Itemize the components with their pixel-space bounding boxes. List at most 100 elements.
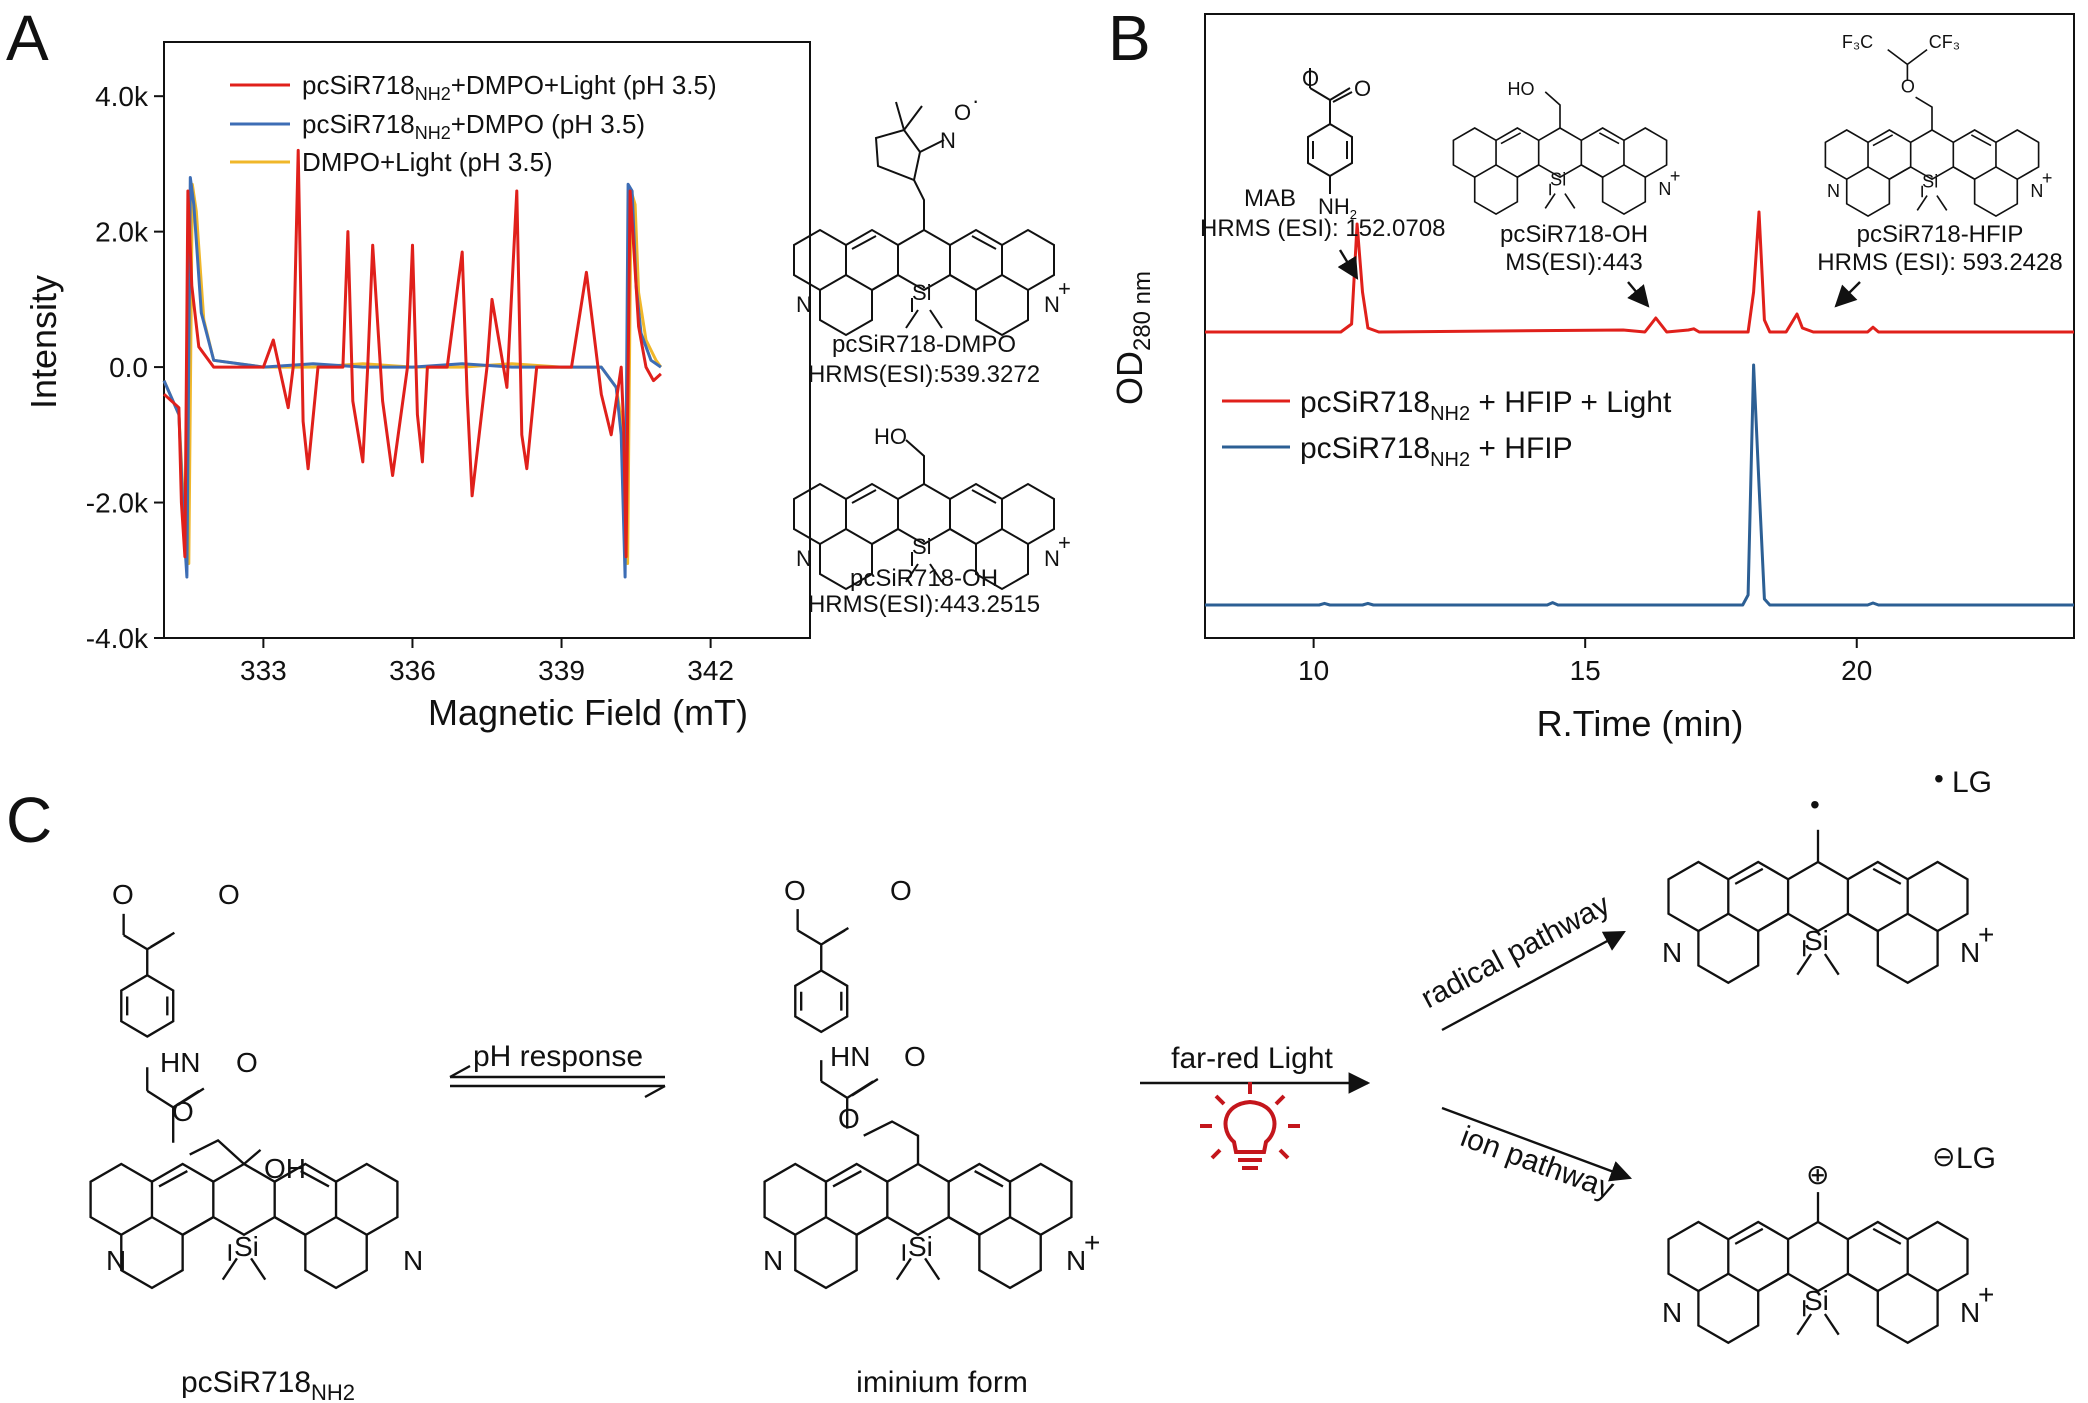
atom-n-left: N — [106, 1245, 126, 1276]
charge-plus: + — [1058, 276, 1071, 301]
hplc-plot-frame — [1204, 13, 2075, 639]
legend-label-dark: pcSiR718NH2 + HFIP — [1300, 432, 1573, 471]
atom-n-right: N — [1960, 937, 1980, 968]
x-tick-label: 339 — [538, 655, 585, 686]
atom-n-right: N — [2030, 181, 2043, 201]
cation-symbol: ⊕ — [1806, 1159, 1829, 1190]
atom-si: Si — [1922, 171, 1938, 191]
ion-pathway-arrow — [1441, 1106, 1633, 1182]
oh-product-hrms: HRMS(ESI):443.2515 — [808, 591, 1040, 618]
legend-label-1: pcSiR718NH2+DMPO+Light (pH 3.5) — [302, 70, 717, 104]
structure-pcsir718nh2 — [89, 913, 399, 1290]
lightbulb-icon — [1200, 1082, 1300, 1170]
atom-o-carbonyl: O — [904, 1041, 926, 1072]
hplc-series-lines — [1205, 210, 2074, 607]
atom-n-left: N — [1662, 1297, 1682, 1328]
oh-product-name: pcSiR718-OH — [850, 565, 998, 592]
atom-n-right: N — [1044, 292, 1060, 317]
epr-series-lines — [162, 148, 663, 579]
structure-radical-product — [1667, 829, 1969, 984]
radical-pathway-arrow — [1441, 930, 1626, 1032]
radical-dot: · — [972, 88, 979, 113]
structure-pcsir718-dmpo: N O · N Si N + pcSiR718-DMPO HRMS(ESI):5… — [793, 88, 1071, 388]
atom-cf3: CF₃ — [1929, 32, 1960, 52]
y-tick-label: 4.0k — [95, 81, 149, 112]
atom-ho: HO — [874, 424, 907, 449]
epr-plot-frame — [163, 41, 811, 639]
mab-hrms: HRMS (ESI): 152.0708 — [1200, 215, 1445, 242]
legend-label-2: pcSiR718NH2+DMPO (pH 3.5) — [302, 109, 645, 143]
atom-o-carbamate: O — [838, 1103, 860, 1134]
hfip-name: pcSiR718-HFIP — [1857, 221, 2024, 248]
hfip-peak-arrow — [1834, 281, 1861, 308]
structure-cation-product — [1667, 1192, 1969, 1344]
atom-o1: O — [1302, 66, 1319, 91]
y-tick-label: -4.0k — [86, 623, 149, 654]
ph-response-label: pH response — [473, 1040, 643, 1073]
x-tick-label: 333 — [240, 655, 287, 686]
atom-o-carbamate: O — [172, 1096, 194, 1127]
x-tick-label: 15 — [1570, 655, 1601, 686]
atom-o-dmpo: O — [954, 100, 971, 125]
atom-nh2: NH2 — [1318, 194, 1357, 222]
panel-label-b: B — [1108, 2, 1151, 74]
atom-o-ester2: O — [890, 875, 912, 906]
iminium-form-label: iminium form — [856, 1366, 1028, 1399]
structure-pcsir718-oh-a: HO N Si N + pcSiR718-OH HRMS(ESI):443.25… — [793, 424, 1071, 618]
atom-si: Si — [912, 534, 932, 559]
atom-si: Si — [912, 280, 932, 305]
oh-peak-arrow — [1627, 281, 1650, 308]
equilibrium-barb-right — [644, 1084, 666, 1099]
mab-peak-arrow — [1337, 249, 1359, 280]
atom-n-right: N — [1066, 1245, 1086, 1276]
atom-n-right: N — [1658, 179, 1671, 199]
epr-series-line-1 — [162, 148, 662, 559]
atom-hn: HN — [160, 1047, 200, 1078]
hplc-y-axis-title: OD280 nm — [1109, 271, 1156, 405]
atom-n-right: N — [1044, 546, 1060, 571]
atom-n-left: N — [1827, 181, 1840, 201]
atom-o: O — [1901, 76, 1915, 96]
charge-plus: + — [2042, 168, 2053, 188]
structure-pcsir718-hfip: O F₃C CF₃ N Si N + — [1824, 32, 2053, 217]
epr-series-line-3 — [162, 182, 663, 565]
atom-si: Si — [1804, 925, 1829, 956]
far-red-light-label: far-red Light — [1171, 1042, 1333, 1075]
hplc-legend: pcSiR718NH2 + HFIP + Light pcSiR718NH2 +… — [1222, 386, 1672, 471]
equilibrium-barb-left — [449, 1064, 471, 1079]
x-tick-label: 10 — [1298, 655, 1329, 686]
atom-n-left: N — [796, 546, 812, 571]
atom-si: Si — [1550, 169, 1566, 189]
epr-series-line-2 — [162, 176, 662, 579]
lg-anion-symbol: ⊖ — [1932, 1141, 1955, 1172]
hplc-series-line-1 — [1205, 210, 2074, 334]
ion-pathway-label: ion pathway — [1456, 1120, 1618, 1206]
atom-si: Si — [908, 1231, 933, 1262]
atom-si: Si — [1804, 1285, 1829, 1316]
structure-pcsir718-oh-b: HO Si N + — [1452, 79, 1680, 215]
x-tick-label: 336 — [389, 655, 436, 686]
charge-plus: + — [1978, 919, 1994, 950]
lg-radical-dot: • — [1934, 763, 1944, 794]
radical-dot: • — [1810, 789, 1820, 820]
structure-iminium-form — [763, 909, 1073, 1290]
mechanism-scheme: O HN O OH O O N N Si pcSiR718NH2 pH resp… — [89, 763, 1996, 1403]
lg-anion-label: LG — [1956, 1142, 1996, 1175]
epr-y-axis-title: Intensity — [23, 275, 64, 409]
pcsir718nh2-label: pcSiR718NH2 — [181, 1366, 355, 1403]
y-tick-label: -2.0k — [86, 488, 149, 519]
epr-legend: pcSiR718NH2+DMPO+Light (pH 3.5) pcSiR718… — [230, 70, 717, 177]
panel-label-a: A — [6, 2, 49, 74]
atom-o-ester: O — [784, 875, 806, 906]
atom-o-ester: O — [112, 879, 134, 910]
dmpo-adduct-name: pcSiR718-DMPO — [832, 331, 1016, 358]
x-tick-label: 342 — [687, 655, 734, 686]
atom-n-left: N — [763, 1245, 783, 1276]
atom-o-ester2: O — [218, 879, 240, 910]
atom-f3c: F₃C — [1842, 32, 1873, 52]
structure-mab: O O NH2 MAB HRMS (ESI): 152.0708 — [1200, 66, 1445, 242]
